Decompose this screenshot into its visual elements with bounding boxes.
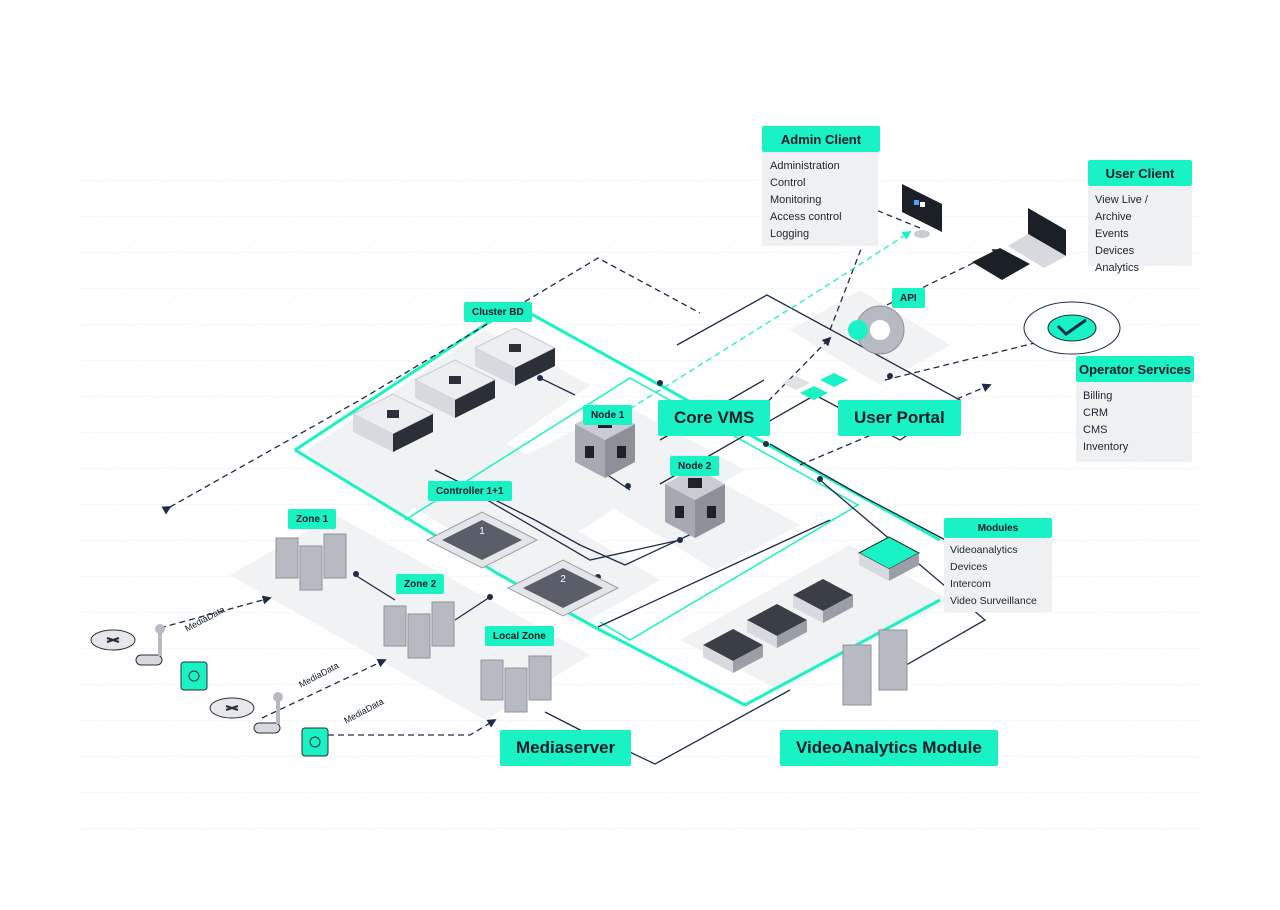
chip-icon: 1	[425, 511, 539, 569]
node2-label: Node 2	[670, 456, 720, 476]
mediaserver-label: Mediaserver	[500, 730, 632, 766]
monitor-icon	[902, 184, 942, 238]
user-portal-label: User Portal	[838, 400, 961, 436]
camera-icon	[180, 661, 208, 691]
portal-tiles	[782, 373, 848, 400]
modules-title: Modules	[944, 518, 1052, 538]
controller-label: Controller 1+1	[428, 481, 512, 501]
videoanalytics-module-label: VideoAnalytics Module	[780, 730, 998, 766]
server-rack-icon	[480, 655, 552, 713]
operator-services-title: Operator Services	[1076, 356, 1194, 382]
operator-services-item: Inventory	[1083, 441, 1129, 453]
server-icon	[413, 359, 497, 418]
admin-client-item: Access control	[770, 211, 842, 223]
modules-item: Devices	[950, 561, 988, 573]
module-devices	[703, 536, 921, 673]
operator-services-item: Billing	[1083, 390, 1113, 402]
modules-item: Videoanalytics	[950, 544, 1018, 556]
chip-number: 2	[560, 574, 566, 585]
zone2-label: Zone 2	[396, 574, 445, 594]
server-rack-icon	[842, 629, 908, 706]
cluster-servers	[351, 327, 557, 452]
operator-services-panel: Operator Services Billing CRM CMS Invent…	[1076, 356, 1194, 462]
core-vms-label: Core VMS	[658, 400, 771, 436]
admin-client-item: Administration	[770, 160, 840, 172]
chip-icon: 2	[506, 559, 620, 617]
server-rack-icon	[275, 533, 347, 591]
admin-client-item: Logging	[770, 228, 810, 240]
user-client-item: Events	[1095, 228, 1129, 240]
local-zone-label: Local Zone	[485, 626, 554, 646]
chip-number: 1	[479, 526, 485, 537]
module-icon	[793, 579, 853, 623]
user-client-item: Devices	[1095, 245, 1135, 257]
admin-client-title: Admin Client	[762, 126, 880, 152]
zone1-label: Zone 1	[288, 509, 337, 529]
api-label: API	[892, 288, 925, 308]
node1-label: Node 1	[583, 405, 633, 425]
camera-icon	[301, 727, 329, 757]
server-racks	[275, 533, 908, 713]
laptop-icon	[1008, 208, 1066, 268]
server-icon	[473, 327, 557, 386]
tablet-icon	[972, 248, 1030, 280]
inner-outline	[404, 377, 860, 641]
gear-icon	[848, 305, 905, 355]
operator-services-item: CRM	[1083, 407, 1109, 419]
modules-panel: Modules Videoanalytics Devices Intercom …	[944, 518, 1052, 612]
modules-item: Intercom	[950, 578, 991, 590]
cluster-bd-label: Cluster BD	[464, 302, 532, 322]
user-client-item: Analytics	[1095, 262, 1140, 274]
module-icon	[857, 536, 921, 581]
edge-devices	[90, 624, 329, 757]
user-client-item: View Live / Archive	[1095, 194, 1148, 223]
router-icon	[209, 697, 255, 719]
modules-item: Video Surveillance	[950, 595, 1037, 607]
user-client-title: User Client	[1088, 160, 1192, 186]
module-icon	[703, 629, 763, 673]
router-icon	[90, 629, 136, 651]
cube-node-icon	[665, 468, 725, 538]
admin-client-item: Monitoring	[770, 194, 822, 206]
api-link	[595, 231, 912, 431]
server-rack-icon	[383, 601, 455, 659]
camera-icon	[253, 692, 283, 734]
operator-services-item: CMS	[1083, 424, 1108, 436]
check-disc-icon	[1023, 301, 1121, 355]
admin-client-item: Control	[770, 177, 806, 189]
camera-icon	[135, 624, 165, 666]
server-icon	[351, 393, 435, 452]
module-icon	[747, 604, 807, 648]
admin-client-panel: Admin Client Administration Control Moni…	[762, 126, 880, 246]
user-client-panel: User Client View Live / Archive Events D…	[1088, 160, 1192, 274]
